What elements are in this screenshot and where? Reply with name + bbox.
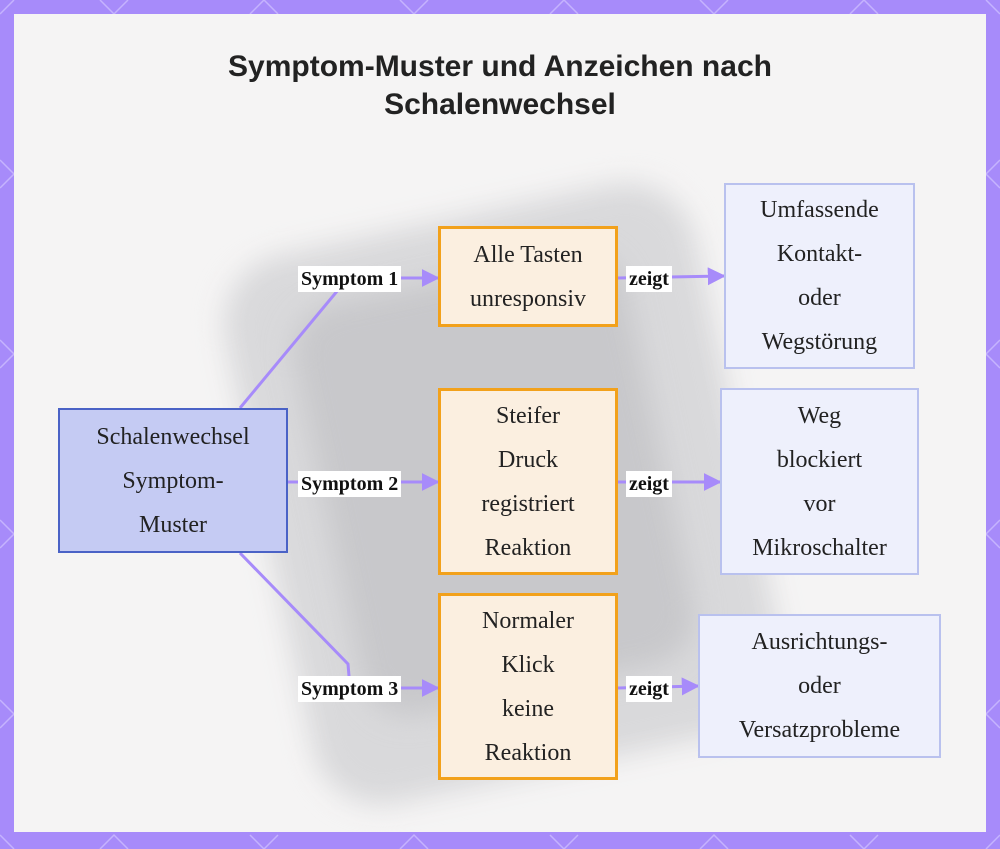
symptom-node-2: Steifer Druck registriert Reaktion <box>438 388 618 575</box>
root-line: Schalenwechsel <box>96 423 250 450</box>
symptom-node-1: Alle Tasten unresponsiv <box>438 226 618 327</box>
symptom-line: registriert <box>481 490 575 517</box>
edge-root-symptom-1 <box>238 269 440 409</box>
symptom-line: Steifer <box>496 402 560 429</box>
result-line: Mikroschalter <box>752 534 887 561</box>
symptom-line: Normaler <box>482 607 574 634</box>
root-line: Muster <box>139 511 207 538</box>
symptom-line: Klick <box>501 651 555 678</box>
symptom-node-3: Normaler Klick keine Reaktion <box>438 593 618 780</box>
symptom-line: keine <box>502 695 554 722</box>
edge-label-symptom-3: Symptom 3 <box>298 676 402 702</box>
root-node: Schalenwechsel Symptom- Muster <box>58 408 288 553</box>
diagram-title: Symptom-Muster und Anzeichen nach Schale… <box>0 48 1000 124</box>
symptom-line: Reaktion <box>484 739 572 766</box>
result-line: vor <box>803 490 836 517</box>
result-node-3: Ausrichtungs- oder Versatzprobleme <box>698 614 941 758</box>
root-line: Symptom- <box>122 467 224 494</box>
result-line: Umfassende <box>760 197 879 223</box>
edge-label-symptom-2: Symptom 2 <box>298 471 402 497</box>
result-line: Kontakt- <box>776 241 863 267</box>
symptom-line: Reaktion <box>484 534 572 561</box>
result-node-1: Umfassende Kontakt- oder Wegstörung <box>724 183 915 369</box>
result-line: Wegstörung <box>761 329 878 355</box>
edge-label-zeigt-1: zeigt <box>626 266 672 292</box>
edge-label-zeigt-3: zeigt <box>626 676 672 702</box>
result-line: Ausrichtungs- <box>751 629 888 655</box>
edge-label-symptom-1: Symptom 1 <box>298 266 402 292</box>
edge-label-zeigt-2: zeigt <box>626 471 672 497</box>
result-line: oder <box>798 673 841 699</box>
result-node-2: Weg blockiert vor Mikroschalter <box>720 388 919 575</box>
symptom-line: Alle Tasten <box>473 241 583 268</box>
result-line: oder <box>798 285 841 311</box>
symptom-line: unresponsiv <box>470 285 586 312</box>
result-line: Weg <box>797 402 842 429</box>
symptom-line: Druck <box>498 446 558 473</box>
title-line-1: Symptom-Muster und Anzeichen nach <box>228 50 772 83</box>
result-line: blockiert <box>776 446 863 473</box>
title-line-2: Schalenwechsel <box>384 88 616 121</box>
edge-root-symptom-3 <box>238 551 440 697</box>
result-line: Versatzprobleme <box>738 717 901 743</box>
